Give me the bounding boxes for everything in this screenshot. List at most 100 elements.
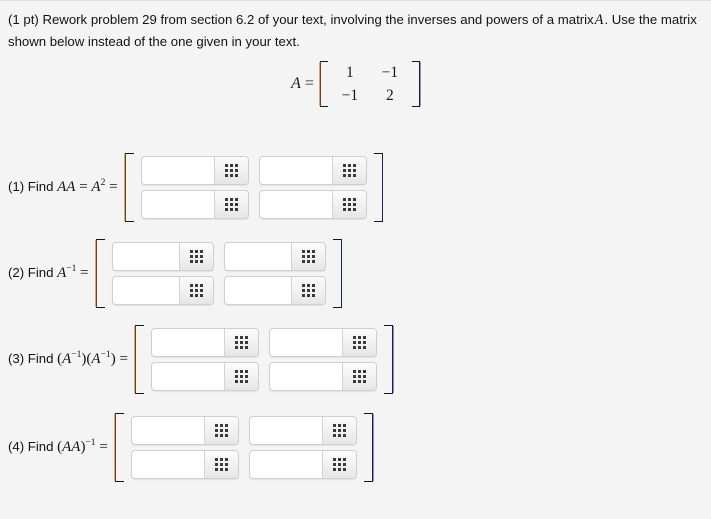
question-3-number: (3) bbox=[8, 351, 25, 366]
question-3-keypad-button-3[interactable] bbox=[341, 363, 376, 390]
question-4-input-1[interactable] bbox=[249, 417, 322, 444]
question-3-eq2: = bbox=[119, 351, 128, 367]
question-4-input-grid bbox=[126, 413, 362, 482]
question-1-input-2[interactable] bbox=[141, 191, 214, 218]
question-4-field-1[interactable] bbox=[248, 416, 357, 445]
question-1-keypad-button-3[interactable] bbox=[331, 191, 366, 218]
question-4-expression: (AA)−1 = bbox=[57, 438, 108, 455]
question-3-input-0[interactable] bbox=[151, 329, 224, 356]
grid-keypad-icon bbox=[352, 336, 366, 349]
question-1-keypad-button-0[interactable] bbox=[213, 157, 248, 184]
question-4-expr-a-sup: −1 bbox=[85, 438, 96, 448]
question-4-field-2[interactable] bbox=[130, 450, 239, 479]
question-4-verb: Find bbox=[27, 439, 54, 454]
question-1-right-bracket bbox=[373, 153, 384, 222]
grid-keypad-icon bbox=[332, 458, 346, 471]
matrix-a-display: A = 1 −1 −1 2 bbox=[0, 61, 711, 107]
grid-keypad-icon bbox=[224, 164, 238, 177]
question-3-answer-matrix bbox=[134, 325, 394, 394]
question-2-field-0[interactable] bbox=[111, 242, 214, 271]
grid-keypad-icon bbox=[234, 370, 248, 383]
question-4-answer-matrix bbox=[113, 413, 374, 482]
matrix-a-entry-3: 2 bbox=[386, 86, 394, 104]
question-4-input-0[interactable] bbox=[131, 417, 204, 444]
question-2-keypad-button-3[interactable] bbox=[290, 277, 325, 304]
question-3-field-0[interactable] bbox=[150, 328, 259, 357]
question-3-right-bracket bbox=[383, 325, 394, 394]
question-3-input-1[interactable] bbox=[269, 329, 342, 356]
question-2-field-3[interactable] bbox=[223, 276, 326, 305]
matrix-a-entry-0: 1 bbox=[346, 63, 354, 81]
question-4-keypad-button-1[interactable] bbox=[321, 417, 356, 444]
question-4-keypad-button-0[interactable] bbox=[203, 417, 238, 444]
question-3-expr-b: A bbox=[91, 351, 101, 367]
question-1-field-3[interactable] bbox=[258, 190, 367, 219]
question-4-left-bracket bbox=[113, 413, 124, 482]
grid-keypad-icon bbox=[352, 370, 366, 383]
question-2-input-0[interactable] bbox=[112, 243, 179, 270]
question-3-expression: (A−1)(A−1) = bbox=[57, 350, 128, 367]
question-3-expr-a-sup: −1 bbox=[71, 350, 82, 360]
question-1-input-3[interactable] bbox=[259, 191, 332, 218]
question-4-keypad-button-2[interactable] bbox=[203, 451, 238, 478]
question-4-input-3[interactable] bbox=[249, 451, 322, 478]
matrix-a-right-bracket bbox=[411, 61, 421, 107]
matrix-a-equals: = bbox=[304, 75, 314, 92]
question-4-expr-a: AA bbox=[62, 439, 81, 455]
question-4-keypad-button-3[interactable] bbox=[321, 451, 356, 478]
question-1-keypad-button-2[interactable] bbox=[213, 191, 248, 218]
question-1-input-0[interactable] bbox=[141, 157, 214, 184]
question-2-keypad-button-0[interactable] bbox=[178, 243, 213, 270]
question-row-3: (3) Find (A−1)(A−1) = bbox=[8, 325, 394, 394]
question-2-left-bracket bbox=[94, 239, 105, 308]
question-1-left-bracket bbox=[123, 153, 134, 222]
question-2-expr-a-sup: −1 bbox=[66, 264, 77, 274]
question-1-input-grid bbox=[136, 153, 372, 222]
question-3-field-2[interactable] bbox=[150, 362, 259, 391]
question-1-expr-b: A bbox=[91, 179, 101, 195]
question-4-label: (4) Find (AA)−1 = bbox=[8, 438, 108, 456]
question-3-input-2[interactable] bbox=[151, 363, 224, 390]
question-1-input-1[interactable] bbox=[259, 157, 332, 184]
points-label: (1 pt) bbox=[8, 12, 39, 27]
question-2-field-2[interactable] bbox=[111, 276, 214, 305]
grid-keypad-icon bbox=[234, 336, 248, 349]
question-1-field-1[interactable] bbox=[258, 156, 367, 185]
question-4-field-0[interactable] bbox=[130, 416, 239, 445]
grid-keypad-icon bbox=[301, 250, 315, 263]
question-row-4: (4) Find (AA)−1 = bbox=[8, 413, 374, 482]
matrix-a-entries: 1 −1 −1 2 bbox=[330, 61, 410, 107]
question-2-keypad-button-2[interactable] bbox=[178, 277, 213, 304]
question-3-keypad-button-1[interactable] bbox=[341, 329, 376, 356]
question-3-keypad-button-0[interactable] bbox=[223, 329, 258, 356]
question-3-keypad-button-2[interactable] bbox=[223, 363, 258, 390]
question-3-expr-a: A bbox=[62, 351, 72, 367]
question-3-field-3[interactable] bbox=[268, 362, 377, 391]
question-1-field-0[interactable] bbox=[140, 156, 249, 185]
question-2-answer-matrix bbox=[94, 239, 343, 308]
question-4-input-2[interactable] bbox=[131, 451, 204, 478]
question-1-eq1: = bbox=[79, 179, 88, 195]
question-3-field-1[interactable] bbox=[268, 328, 377, 357]
grid-keypad-icon bbox=[214, 458, 228, 471]
question-4-right-bracket bbox=[363, 413, 374, 482]
question-3-input-3[interactable] bbox=[269, 363, 342, 390]
question-4-field-3[interactable] bbox=[248, 450, 357, 479]
question-1-field-2[interactable] bbox=[140, 190, 249, 219]
question-2-keypad-button-1[interactable] bbox=[290, 243, 325, 270]
matrix-a-lead: A = bbox=[291, 75, 314, 93]
question-1-keypad-button-1[interactable] bbox=[331, 157, 366, 184]
question-2-input-grid bbox=[107, 239, 331, 308]
question-2-input-3[interactable] bbox=[224, 277, 291, 304]
grid-keypad-icon bbox=[301, 284, 315, 297]
statement-text-part2: . Use the matrix shown below instead of … bbox=[8, 12, 697, 49]
question-4-eq2: = bbox=[99, 439, 108, 455]
matrix-a-body: 1 −1 −1 2 bbox=[319, 61, 421, 107]
question-3-open-paren: ( bbox=[57, 351, 63, 367]
question-3-label: (3) Find (A−1)(A−1) = bbox=[8, 350, 128, 368]
question-2-input-1[interactable] bbox=[224, 243, 291, 270]
question-1-expr-a: AA bbox=[57, 179, 76, 195]
question-2-input-2[interactable] bbox=[112, 277, 179, 304]
question-2-field-1[interactable] bbox=[223, 242, 326, 271]
question-1-number: (1) bbox=[8, 179, 25, 194]
